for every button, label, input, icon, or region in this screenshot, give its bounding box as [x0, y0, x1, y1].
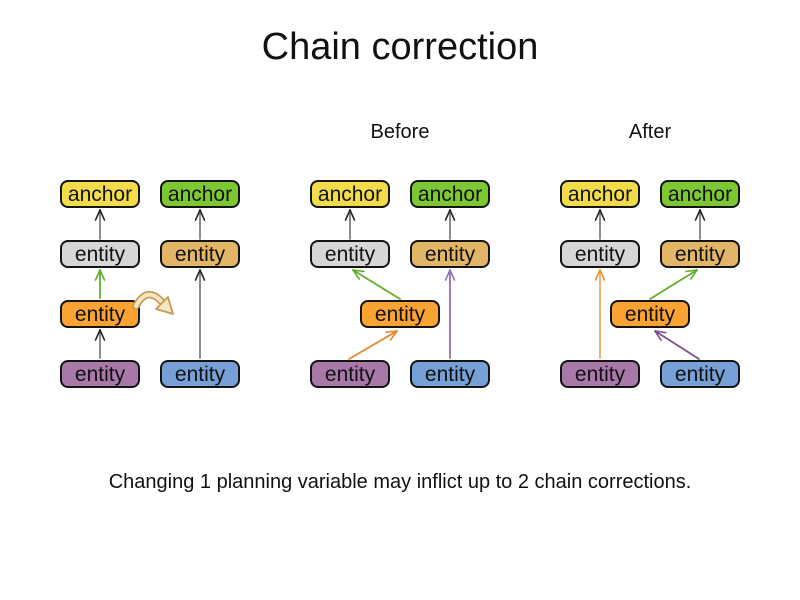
node-entity-orange: entity: [610, 300, 690, 328]
node-entity-gray: entity: [310, 240, 390, 268]
node-entity-gray: entity: [60, 240, 140, 268]
node-anchor-green: anchor: [410, 180, 490, 208]
node-entity-orange: entity: [60, 300, 140, 328]
node-anchor-green: anchor: [660, 180, 740, 208]
node-anchor-yellow: anchor: [310, 180, 390, 208]
node-entity-purple: entity: [560, 360, 640, 388]
node-entity-tan: entity: [660, 240, 740, 268]
node-entity-orange: entity: [360, 300, 440, 328]
node-anchor-yellow: anchor: [560, 180, 640, 208]
label-after: After: [628, 121, 672, 143]
node-entity-blue: entity: [660, 360, 740, 388]
node-entity-purple: entity: [310, 360, 390, 388]
label-before: Before: [370, 121, 430, 143]
node-entity-blue: entity: [410, 360, 490, 388]
node-anchor-yellow: anchor: [60, 180, 140, 208]
node-entity-purple: entity: [60, 360, 140, 388]
node-entity-tan: entity: [160, 240, 240, 268]
node-entity-blue: entity: [160, 360, 240, 388]
page-title: Chain correction: [261, 26, 539, 68]
caption: Changing 1 planning variable may inflict…: [108, 471, 692, 493]
node-entity-tan: entity: [410, 240, 490, 268]
node-anchor-green: anchor: [160, 180, 240, 208]
node-entity-gray: entity: [560, 240, 640, 268]
